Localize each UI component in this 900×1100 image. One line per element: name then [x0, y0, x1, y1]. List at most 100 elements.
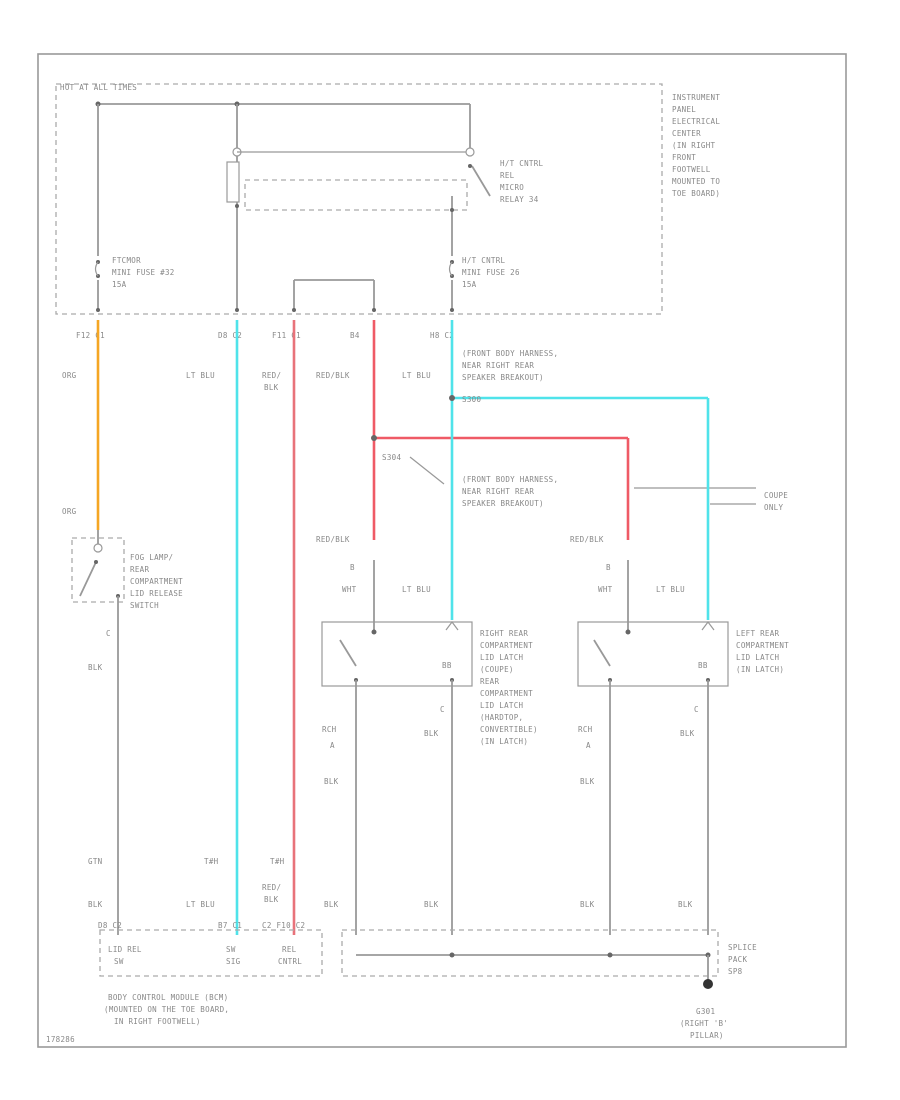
svg-text:F11 C1: F11 C1 [272, 331, 301, 340]
svg-text:BLK: BLK [424, 729, 439, 738]
ipec-title: INSTRUMENT PANEL ELECTRICAL CENTER (IN R… [672, 93, 720, 198]
svg-text:SW: SW [114, 957, 124, 966]
svg-text:REAR: REAR [480, 677, 499, 686]
ipec-box [55, 83, 663, 315]
svg-text:BLK: BLK [580, 900, 595, 909]
svg-text:COMPARTMENT: COMPARTMENT [480, 689, 533, 698]
svg-text:15A: 15A [112, 280, 127, 289]
svg-text:LT BLU: LT BLU [656, 585, 685, 594]
svg-text:PANEL: PANEL [672, 105, 696, 114]
svg-text:BLK: BLK [678, 900, 693, 909]
svg-text:NEAR RIGHT REAR: NEAR RIGHT REAR [462, 361, 534, 370]
svg-text:(IN RIGHT: (IN RIGHT [672, 141, 716, 150]
svg-text:S304: S304 [382, 453, 401, 462]
right-latch-label: RIGHT REAR COMPARTMENT LID LATCH (COUPE)… [480, 629, 537, 746]
right-latch-switch [339, 639, 357, 667]
svg-text:LID LATCH: LID LATCH [480, 701, 524, 710]
svg-text:PACK: PACK [728, 955, 747, 964]
svg-text:COMPARTMENT: COMPARTMENT [480, 641, 533, 650]
svg-text:RED/BLK: RED/BLK [316, 535, 350, 544]
svg-text:G301: G301 [696, 1007, 715, 1016]
svg-text:(IN LATCH): (IN LATCH) [736, 665, 784, 674]
svg-text:FTCMOR: FTCMOR [112, 256, 141, 265]
svg-text:H/T CNTRL: H/T CNTRL [500, 159, 544, 168]
svg-text:SP8: SP8 [728, 967, 743, 976]
svg-text:ORG: ORG [62, 507, 77, 516]
svg-text:COUPE: COUPE [764, 491, 788, 500]
svg-text:LID REL: LID REL [108, 945, 142, 954]
svg-text:LT BLU: LT BLU [186, 371, 215, 380]
svg-text:WHT: WHT [342, 585, 357, 594]
svg-text:CNTRL: CNTRL [278, 957, 302, 966]
svg-text:NEAR RIGHT REAR: NEAR RIGHT REAR [462, 487, 534, 496]
svg-text:LEFT REAR: LEFT REAR [736, 629, 780, 638]
lid-release-switch-box [71, 537, 125, 603]
svg-text:T#H: T#H [204, 857, 219, 866]
bcm-pin-labels: D8 C2 B7 C1 C2 F10 C2 [98, 921, 305, 930]
left-rear-latch-box [577, 621, 729, 687]
svg-text:(HARDTOP,: (HARDTOP, [480, 713, 523, 722]
svg-text:S300: S300 [462, 395, 481, 404]
relay-switch [471, 165, 491, 197]
svg-text:FOOTWELL: FOOTWELL [672, 165, 711, 174]
left-latch-switch [593, 639, 611, 667]
svg-text:PILLAR): PILLAR) [690, 1031, 724, 1040]
svg-text:BLK: BLK [680, 729, 695, 738]
svg-text:FOG LAMP/: FOG LAMP/ [130, 553, 173, 562]
svg-text:(COUPE): (COUPE) [480, 665, 514, 674]
splice-pack-box [341, 929, 719, 977]
svg-text:BLK: BLK [324, 900, 339, 909]
svg-text:RCH: RCH [322, 725, 337, 734]
bcm-input-labels: LID REL SW SW SIG REL CNTRL [108, 945, 302, 966]
svg-text:B4: B4 [350, 331, 360, 340]
svg-text:RCH: RCH [578, 725, 593, 734]
svg-text:BLK: BLK [424, 900, 439, 909]
svg-text:MINI FUSE 26: MINI FUSE 26 [462, 268, 520, 277]
svg-text:C2 F10 C2: C2 F10 C2 [262, 921, 305, 930]
ground-label: G301 (RIGHT 'B' PILLAR) [680, 1007, 728, 1040]
svg-text:RED/: RED/ [262, 883, 281, 892]
svg-text:H8 C2: H8 C2 [430, 331, 454, 340]
diagram-border [37, 53, 847, 1048]
svg-text:COMPARTMENT: COMPARTMENT [736, 641, 789, 650]
svg-text:WHT: WHT [598, 585, 613, 594]
svg-text:SPLICE: SPLICE [728, 943, 757, 952]
svg-text:SPEAKER BREAKOUT): SPEAKER BREAKOUT) [462, 373, 544, 382]
lid-release-label: FOG LAMP/ REAR COMPARTMENT LID RELEASE S… [130, 553, 183, 610]
relay-coil [226, 161, 240, 203]
svg-text:IN RIGHT FOOTWELL): IN RIGHT FOOTWELL) [114, 1017, 201, 1026]
svg-text:RIGHT REAR: RIGHT REAR [480, 629, 528, 638]
svg-text:D8 C2: D8 C2 [218, 331, 242, 340]
svg-text:ORG: ORG [62, 371, 77, 380]
svg-text:A: A [330, 741, 335, 750]
svg-text:(IN LATCH): (IN LATCH) [480, 737, 528, 746]
svg-text:LT BLU: LT BLU [402, 371, 431, 380]
svg-text:LT BLU: LT BLU [402, 585, 431, 594]
svg-text:LID LATCH: LID LATCH [480, 653, 524, 662]
diagram-id: 178286 [46, 1035, 75, 1044]
bcm-title: BODY CONTROL MODULE (BCM) (MOUNTED ON TH… [104, 993, 229, 1026]
svg-text:SWITCH: SWITCH [130, 601, 159, 610]
svg-text:(MOUNTED ON THE TOE BOARD,: (MOUNTED ON THE TOE BOARD, [104, 1005, 229, 1014]
relay-box [244, 179, 468, 211]
svg-text:A: A [586, 741, 591, 750]
svg-text:CENTER: CENTER [672, 129, 701, 138]
svg-text:REL: REL [282, 945, 297, 954]
svg-text:F12 C1: F12 C1 [76, 331, 105, 340]
svg-text:ELECTRICAL: ELECTRICAL [672, 117, 720, 126]
svg-text:MOUNTED TO: MOUNTED TO [672, 177, 720, 186]
svg-text:15A: 15A [462, 280, 477, 289]
svg-text:SIG: SIG [226, 957, 241, 966]
svg-text:BLK: BLK [324, 777, 339, 786]
svg-text:H/T CNTRL: H/T CNTRL [462, 256, 506, 265]
svg-text:T#H: T#H [270, 857, 285, 866]
svg-text:B7 C1: B7 C1 [218, 921, 242, 930]
svg-text:(FRONT BODY HARNESS,: (FRONT BODY HARNESS, [462, 349, 558, 358]
svg-text:TOE BOARD): TOE BOARD) [672, 189, 720, 198]
svg-text:REL: REL [500, 171, 515, 180]
fuse-right-label: H/T CNTRL MINI FUSE 26 15A [462, 256, 520, 289]
hot-label: HOT AT ALL TIMES [60, 83, 137, 92]
fuse-left-label: FTCMOR MINI FUSE #32 15A [112, 256, 174, 289]
right-rear-latch-box [321, 621, 473, 687]
